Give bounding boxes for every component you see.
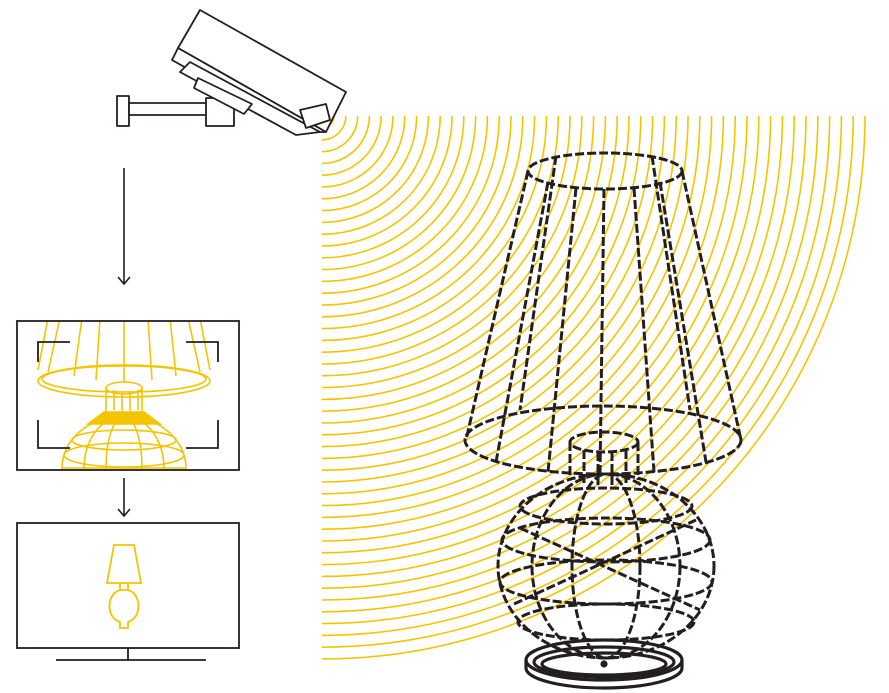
scan-arc [321,115,831,625]
captured-lamp-preview [37,321,211,470]
wireframe-table-lamp-icon [463,151,743,690]
arrow-down-icon [117,478,131,518]
captured-lamp-collar [85,411,163,425]
camera-viewfinder-icon [16,320,240,471]
lamp-neck [568,430,640,488]
lamp-base [524,638,684,690]
capture-frame-border [16,320,240,471]
scan-arc [321,115,477,271]
lamp-shade [463,151,743,476]
scan-arc [321,115,347,141]
scan-arc [321,115,489,283]
scan-arc [321,115,854,648]
camera-body [179,61,321,136]
scan-arc [321,115,418,212]
security-camera-icon [116,9,347,136]
scan-arc [321,115,736,530]
scan-arc [321,115,760,554]
camera-wall-plate [116,95,130,127]
scan-field-arcs [321,115,866,660]
camera-lens [299,103,331,129]
scan-arc [321,115,524,318]
scan-arc [321,115,677,471]
scan-arc [321,115,642,436]
scan-arc [321,115,548,342]
scan-arc [321,115,689,483]
scan-arc [321,115,807,601]
scan-arc [321,115,406,200]
camera-arm [128,102,210,116]
monitor-icon [16,522,240,661]
scan-arc [321,115,772,566]
scan-arc [321,115,465,259]
scan-arc [321,115,866,660]
scan-arc [321,115,784,578]
scan-arc [321,115,571,365]
scan-arc [321,115,713,507]
camera-base-plate [193,77,253,115]
scan-arc [321,115,394,188]
monitor-lamp-icon [105,544,143,629]
scan-arc [321,115,654,448]
scan-arc [321,115,725,519]
scan-arc [321,115,441,235]
scan-arc [321,115,701,495]
scan-arc [321,115,595,389]
scan-arc [321,115,559,353]
scan-arc [321,115,666,460]
scan-arc [321,115,748,542]
scan-arc [321,115,819,613]
scan-arc [321,115,843,637]
scan-arc [321,115,512,306]
scan-arc [321,115,500,294]
scan-arc [321,115,430,224]
scan-arc [321,115,359,153]
viewfinder-brackets [37,341,219,449]
scan-arc [321,115,583,377]
scan-arc [321,115,795,589]
scan-arc [321,115,630,424]
scan-arc [321,115,371,165]
scan-arc [321,115,536,330]
scan-arc [321,115,453,247]
lamp-globe [496,472,716,660]
arrow-down-icon [117,168,131,286]
scan-arc [321,115,382,176]
